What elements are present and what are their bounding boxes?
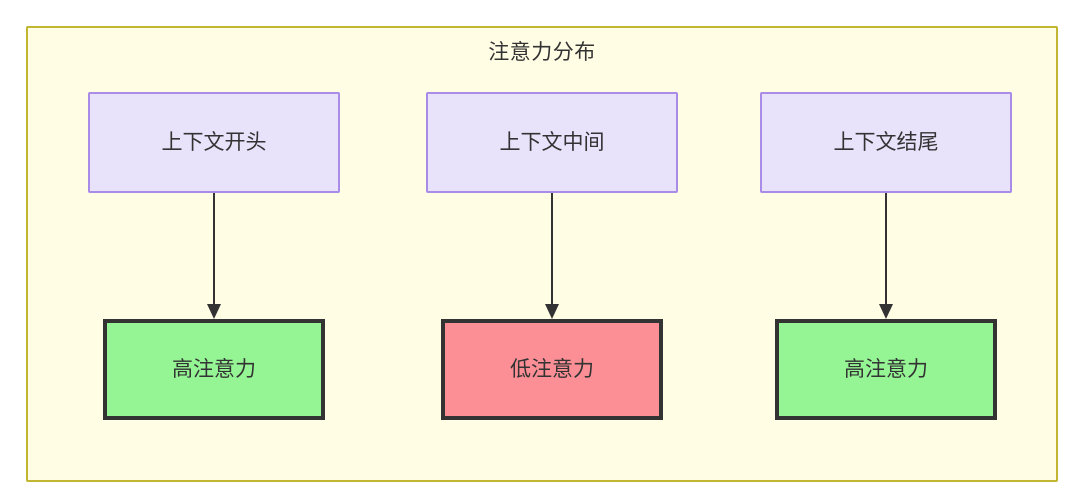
node-label: 上下文结尾	[833, 130, 939, 154]
node-label: 低注意力	[510, 357, 594, 381]
node-label: 高注意力	[844, 357, 928, 381]
node-label: 上下文开头	[161, 130, 267, 154]
node-attention-middle[interactable]: 低注意力	[441, 319, 663, 420]
node-context-middle[interactable]: 上下文中间	[426, 92, 678, 193]
node-attention-start[interactable]: 高注意力	[103, 319, 325, 420]
node-label: 上下文中间	[499, 130, 605, 154]
node-context-start[interactable]: 上下文开头	[88, 92, 340, 193]
subgraph-title: 注意力分布	[488, 41, 596, 64]
node-label: 高注意力	[172, 357, 256, 381]
node-context-end[interactable]: 上下文结尾	[760, 92, 1012, 193]
node-attention-end[interactable]: 高注意力	[775, 319, 997, 420]
